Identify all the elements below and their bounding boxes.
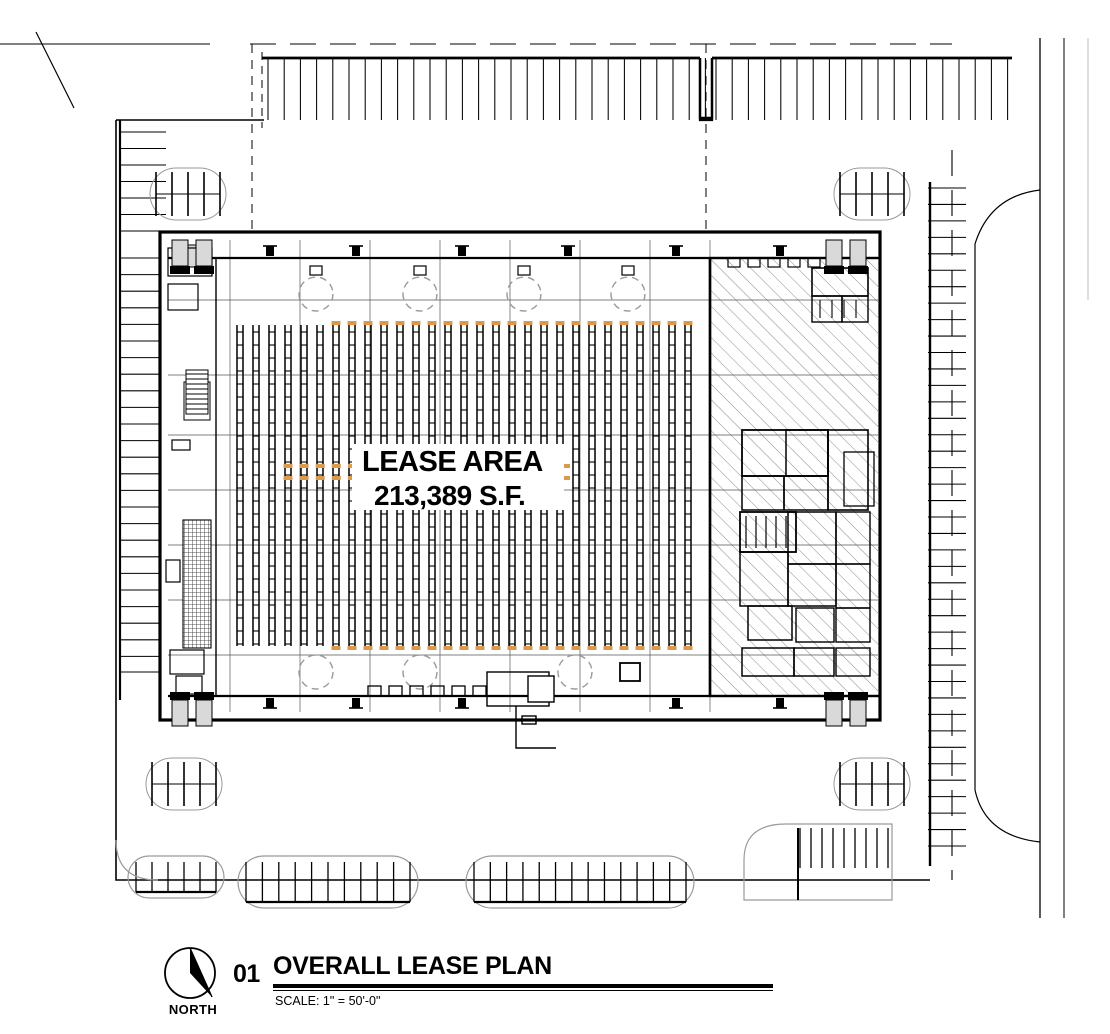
- dock-doors: [170, 239, 868, 727]
- north-arrow-icon: [160, 944, 236, 1030]
- title-block: NORTH 01 OVERALL LEASE PLAN SCALE: 1" = …: [155, 940, 775, 1030]
- callout-text-mask: [352, 444, 564, 510]
- parking-stalls: [118, 56, 1012, 866]
- structural-column-grid: [168, 240, 880, 712]
- lease-area-value: 213,389 S.F.: [374, 480, 526, 511]
- title-rule-thin: [273, 990, 773, 991]
- north-label: NORTH: [168, 1002, 218, 1017]
- lease-area-label: LEASE AREA: [362, 446, 543, 478]
- site-context: [0, 31, 1089, 918]
- title-rule-thick: [273, 984, 773, 988]
- south-entry-vestibule: [486, 671, 556, 749]
- detail-number: 01: [233, 960, 260, 988]
- office-suite-plan: [739, 267, 875, 677]
- site-curb-outline: [115, 119, 930, 881]
- west-support-block: [165, 244, 213, 695]
- smoke-vent-symbols: [298, 265, 646, 690]
- detail-scale: SCALE: 1" = 50'-0": [275, 994, 381, 1008]
- hatched-non-lease-area: [708, 256, 882, 698]
- detail-title: OVERALL LEASE PLAN: [273, 952, 552, 980]
- parking-islands: [115, 823, 893, 909]
